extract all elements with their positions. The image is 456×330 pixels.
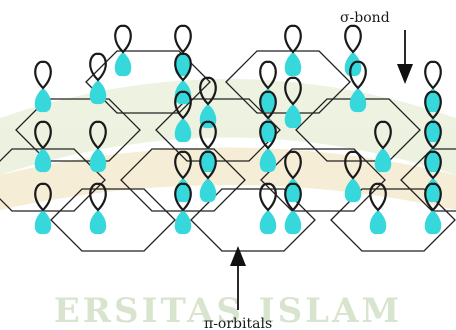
pi-orbital-layer (34, 24, 442, 235)
sigma-bond-label: σ-bond (340, 10, 390, 26)
orbital-lower-lobe (174, 52, 192, 77)
p-orbital-20 (374, 120, 392, 173)
orbital-lower-lobe (89, 80, 107, 105)
orbital-lower-lobe (114, 52, 132, 77)
hexagon-ring (120, 148, 246, 212)
orbital-lower-lobe (284, 52, 302, 77)
orbital-upper-lobe (199, 76, 217, 106)
orbital-lower-lobe (89, 148, 107, 173)
orbital-upper-lobe (424, 150, 442, 180)
orbital-upper-lobe (284, 24, 302, 54)
p-orbital-6 (89, 52, 107, 105)
orbital-upper-lobe (424, 60, 442, 90)
orbital-lower-lobe (374, 148, 392, 173)
p-orbital-2 (174, 24, 192, 77)
p-orbital-28 (89, 182, 107, 235)
p-orbital-11 (174, 90, 192, 143)
orbital-lower-lobe (284, 104, 302, 129)
hexagon-ring (330, 188, 456, 252)
orbital-lower-lobe (259, 210, 277, 235)
orbital-upper-lobe (284, 182, 302, 212)
orbital-upper-lobe (344, 150, 362, 180)
orbital-lower-lobe (89, 210, 107, 235)
orbital-upper-lobe (259, 60, 277, 90)
p-orbital-29 (174, 182, 192, 235)
orbital-lower-lobe (34, 88, 52, 113)
watermark-layer: ERSITAS ISLAM (0, 79, 456, 330)
orbital-lower-lobe (174, 118, 192, 143)
orbital-upper-lobe (424, 182, 442, 212)
orbital-upper-lobe (89, 52, 107, 82)
pi-orbitals-label: π-orbitals (204, 316, 272, 330)
orbital-upper-lobe (284, 150, 302, 180)
orbital-upper-lobe (349, 60, 367, 90)
orbital-upper-lobe (369, 182, 387, 212)
orbital-upper-lobe (89, 182, 107, 212)
p-orbital-1 (114, 24, 132, 77)
orbital-upper-lobe (259, 182, 277, 212)
orbital-upper-lobe (199, 150, 217, 180)
p-orbital-25 (344, 150, 362, 203)
orbital-lower-lobe (174, 210, 192, 235)
p-orbital-32 (369, 182, 387, 235)
orbital-upper-lobe (114, 24, 132, 54)
watermark-text: ERSITAS ISLAM (54, 291, 402, 330)
orbital-upper-lobe (424, 90, 442, 120)
orbital-upper-lobe (34, 182, 52, 212)
p-orbital-16 (34, 120, 52, 173)
orbital-lower-lobe (369, 210, 387, 235)
p-orbital-17 (89, 120, 107, 173)
orbital-upper-lobe (174, 150, 192, 180)
hexagon-ring (50, 188, 176, 252)
orbital-upper-lobe (174, 24, 192, 54)
p-orbital-33 (424, 182, 442, 235)
orbital-lower-lobe (284, 210, 302, 235)
p-orbital-23 (199, 150, 217, 203)
orbital-upper-lobe (34, 60, 52, 90)
orbital-upper-lobe (199, 120, 217, 150)
orbital-lower-lobe (34, 210, 52, 235)
p-orbital-9 (349, 60, 367, 113)
orbital-upper-lobe (259, 90, 277, 120)
orbital-lower-lobe (199, 178, 217, 203)
orbital-upper-lobe (34, 120, 52, 150)
orbital-upper-lobe (174, 90, 192, 120)
p-orbital-31 (284, 182, 302, 235)
orbital-lower-lobe (34, 148, 52, 173)
p-orbital-5 (34, 60, 52, 113)
orbital-upper-lobe (284, 76, 302, 106)
orbital-upper-lobe (174, 52, 192, 82)
hexagon-ring (295, 98, 421, 162)
pi-orbitals-arrow-head (230, 246, 246, 266)
p-orbital-19 (259, 120, 277, 173)
p-orbital-27 (34, 182, 52, 235)
p-orbital-4 (344, 24, 362, 77)
orbital-upper-lobe (424, 120, 442, 150)
hexagon-ring (190, 188, 316, 252)
watermark-tint (0, 147, 456, 210)
orbital-upper-lobe (344, 24, 362, 54)
orbital-lower-lobe (344, 178, 362, 203)
hexagon-ring (85, 50, 211, 114)
p-orbital-30 (259, 182, 277, 235)
orbital-upper-lobe (374, 120, 392, 150)
orbital-lower-lobe (424, 210, 442, 235)
hexagon-ring (225, 50, 351, 114)
watermark-band (0, 79, 456, 175)
orbital-upper-lobe (259, 120, 277, 150)
orbital-lower-lobe (349, 88, 367, 113)
p-orbital-10 (424, 60, 442, 113)
p-orbital-14 (284, 76, 302, 129)
sigma-bond-arrow-head (397, 64, 413, 84)
hexagon-ring (0, 148, 106, 212)
p-orbital-3 (284, 24, 302, 77)
orbital-lower-lobe (259, 148, 277, 173)
orbital-upper-lobe (89, 120, 107, 150)
orbital-upper-lobe (174, 182, 192, 212)
